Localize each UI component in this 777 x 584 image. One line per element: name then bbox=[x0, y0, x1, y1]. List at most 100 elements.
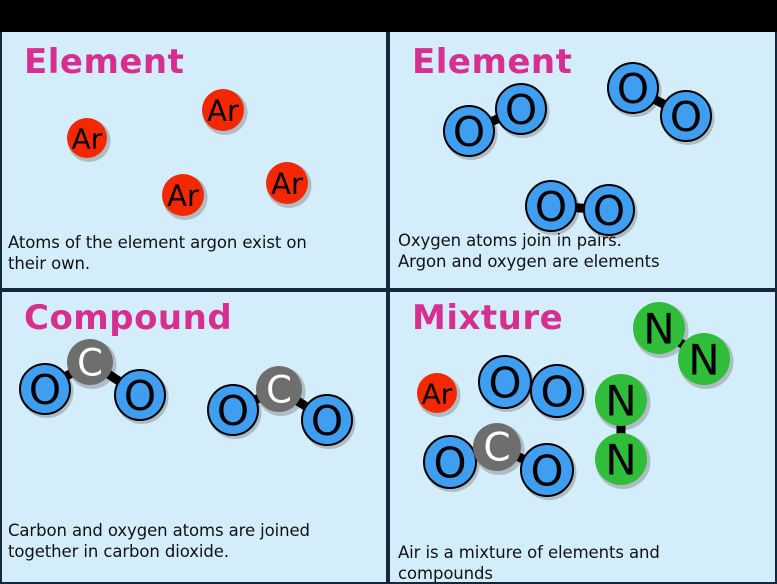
atom-circle bbox=[525, 180, 577, 232]
atom-shadow bbox=[266, 163, 312, 208]
atom-circle bbox=[660, 90, 712, 142]
atom-symbol-label: Ar bbox=[207, 94, 239, 128]
atom-symbol-label: C bbox=[266, 369, 292, 412]
atom-shadow bbox=[608, 64, 662, 117]
atom-circle bbox=[520, 443, 574, 497]
atom-shadow bbox=[661, 92, 715, 145]
atom-symbol-label: O bbox=[540, 368, 573, 417]
atom-symbol-label: O bbox=[488, 359, 521, 408]
atom-symbol-label: C bbox=[483, 426, 510, 471]
chemical-bond bbox=[231, 384, 281, 415]
chemical-bond bbox=[42, 358, 93, 393]
atom-shadow bbox=[67, 340, 117, 389]
atom-symbol-label: O bbox=[530, 447, 563, 496]
atom-circle bbox=[256, 366, 302, 412]
atom-shadow bbox=[417, 374, 461, 417]
chemical-bond bbox=[550, 201, 610, 215]
atom-argon: Ar bbox=[266, 162, 308, 204]
atom-circle bbox=[207, 384, 259, 436]
atom-shadow bbox=[115, 371, 169, 424]
atom-shadow bbox=[531, 366, 587, 421]
atom-nitrogen: N bbox=[633, 302, 685, 354]
atom-symbol-label: N bbox=[688, 336, 719, 385]
atom-circle bbox=[19, 363, 71, 415]
atom-circle bbox=[595, 374, 647, 426]
atom-circle bbox=[633, 302, 685, 354]
chemical-bond bbox=[656, 324, 707, 363]
atom-shadow bbox=[202, 90, 248, 135]
atom-shadow bbox=[633, 303, 689, 358]
atom-circle bbox=[114, 369, 166, 421]
atom-shadow bbox=[20, 365, 74, 418]
atom-symbol-label: O bbox=[535, 183, 567, 231]
atom-oxygen: O bbox=[530, 364, 584, 418]
atom-symbol-label: O bbox=[453, 108, 485, 156]
atom-circle bbox=[67, 339, 113, 385]
atom-symbol-label: Ar bbox=[167, 179, 199, 213]
atom-circle bbox=[595, 433, 647, 485]
atom-nitrogen: N bbox=[595, 374, 647, 426]
atom-circle bbox=[495, 83, 547, 135]
atom-circle bbox=[423, 435, 477, 489]
atom-symbol-label: N bbox=[605, 377, 636, 426]
atom-argon: Ar bbox=[202, 89, 244, 131]
atom-symbol-label: Ar bbox=[271, 167, 303, 201]
chemical-bond bbox=[448, 442, 499, 467]
atom-circle bbox=[266, 162, 308, 204]
atom-shadow bbox=[479, 357, 535, 412]
atom-symbol-label: C bbox=[77, 342, 103, 385]
atom-circle bbox=[678, 333, 730, 385]
atom-shadow bbox=[67, 119, 111, 162]
panel-caption: Atoms of the element argon exist on thei… bbox=[8, 233, 307, 274]
atom-circle bbox=[530, 364, 584, 418]
panel-heading: Mixture bbox=[412, 298, 564, 338]
chemical-bond bbox=[630, 84, 689, 120]
atom-shadow bbox=[256, 367, 306, 416]
atom-symbol-label: O bbox=[124, 372, 156, 420]
atom-nitrogen: N bbox=[595, 433, 647, 485]
atom-oxygen: O bbox=[478, 355, 532, 409]
panel-heading: Element bbox=[24, 42, 185, 82]
atom-argon: Ar bbox=[67, 118, 107, 158]
atom-circle bbox=[67, 118, 107, 158]
atom-symbol-label: N bbox=[643, 305, 674, 354]
atom-symbol-label: O bbox=[433, 439, 466, 488]
atom-oxygen: O bbox=[207, 384, 259, 436]
atom-shadow bbox=[526, 182, 580, 235]
atom-shadow bbox=[678, 334, 734, 389]
atom-nitrogen: N bbox=[678, 333, 730, 385]
atom-shadow bbox=[444, 107, 498, 160]
atom-oxygen: O bbox=[114, 369, 166, 421]
panel-heading: Compound bbox=[24, 298, 233, 338]
panel-caption: Air is a mixture of elements and compoun… bbox=[398, 543, 660, 582]
atom-shadow bbox=[302, 396, 356, 449]
atom-shadow bbox=[595, 375, 651, 430]
atom-symbol-label: O bbox=[217, 387, 249, 435]
atom-circle bbox=[607, 62, 659, 114]
atom-symbol-label: O bbox=[311, 397, 343, 445]
atom-oxygen: O bbox=[583, 184, 635, 236]
atom-symbol-label: O bbox=[670, 93, 702, 141]
atom-symbol-label: O bbox=[617, 65, 649, 113]
atom-oxygen: O bbox=[525, 180, 577, 232]
atom-circle bbox=[301, 394, 353, 446]
atom-shadow bbox=[595, 434, 651, 489]
atom-oxygen: O bbox=[495, 83, 547, 135]
atom-argon: Ar bbox=[417, 373, 457, 413]
atom-symbol-label: O bbox=[29, 366, 61, 414]
chemical-bond bbox=[504, 377, 558, 396]
panel-caption: Oxygen atoms join in pairs. Argon and ox… bbox=[398, 231, 660, 272]
panel-heading: Element bbox=[412, 42, 573, 82]
atom-symbol-label: Ar bbox=[72, 123, 103, 156]
atom-circle bbox=[417, 373, 457, 413]
top-letterbox-band bbox=[0, 0, 777, 32]
atom-circle bbox=[583, 184, 635, 236]
atom-circle bbox=[443, 105, 495, 157]
atom-symbol-label: O bbox=[593, 187, 625, 235]
panel-caption: Carbon and oxygen atoms are joined toget… bbox=[8, 521, 310, 562]
atom-carbon: C bbox=[256, 366, 302, 412]
atom-symbol-label: O bbox=[505, 86, 537, 134]
